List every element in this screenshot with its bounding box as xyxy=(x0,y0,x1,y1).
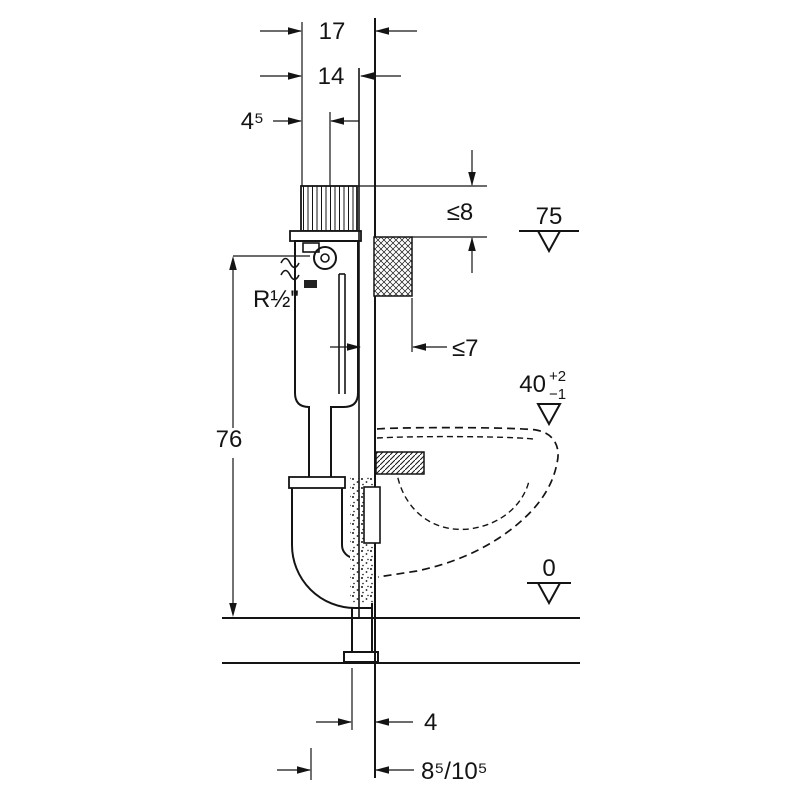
arrowhead xyxy=(412,343,426,351)
arrowhead xyxy=(468,172,476,186)
dim-4-label: 4 xyxy=(424,709,437,736)
level-40-label: 40 xyxy=(519,371,546,398)
dim-85-105-label: 8⁵/10⁵ xyxy=(421,758,488,785)
arrowhead xyxy=(288,27,302,35)
dim-45-label: 4⁵ xyxy=(241,108,264,135)
pan-bowl-line xyxy=(395,467,530,531)
toilet-pan-outline xyxy=(375,426,559,578)
floor-pipe-flange xyxy=(343,651,379,663)
fill-valve xyxy=(302,242,320,253)
level-0-label: 0 xyxy=(542,555,555,582)
cistern-body xyxy=(294,240,359,481)
arrowhead xyxy=(297,766,311,774)
arrowhead xyxy=(375,27,389,35)
water-supply-squiggle-1 xyxy=(280,257,300,269)
arrowhead xyxy=(347,343,361,351)
arrowhead xyxy=(229,603,237,617)
level-marker-0: 0 xyxy=(527,555,571,606)
cistern-cover-band xyxy=(289,230,362,242)
arrowhead xyxy=(288,72,302,80)
pan-fixing-bracket xyxy=(363,486,381,544)
wall-lining-section xyxy=(373,236,413,297)
arrowhead xyxy=(229,256,237,270)
supply-thread-label: R½" xyxy=(253,286,299,313)
level-triangle-icon xyxy=(536,230,562,254)
brand-label-block xyxy=(304,280,317,288)
cistern-protection-box xyxy=(300,185,358,232)
arrowhead xyxy=(288,117,302,125)
dimension-flush-pipe-offset: 4⁵ xyxy=(241,108,359,186)
floor-slab xyxy=(222,617,580,664)
level-triangle-icon xyxy=(536,582,562,606)
water-supply-squiggle-2 xyxy=(280,269,300,281)
dim-le7-label: ≤7 xyxy=(452,335,479,362)
arrowhead xyxy=(375,718,389,726)
dimension-pipe-to-wall: 4 xyxy=(316,668,437,736)
level-75-label: 75 xyxy=(536,203,563,230)
dimension-max-wall-lining: ≤7 xyxy=(330,298,479,362)
pan-seal-section xyxy=(375,451,425,475)
dim-14-label: 14 xyxy=(318,63,345,90)
socket-coupling xyxy=(288,476,346,489)
level-marker-40: 40 +2 −1 xyxy=(519,368,566,427)
arrowhead xyxy=(375,766,389,774)
dim-76-label: 76 xyxy=(216,426,243,453)
arrowhead xyxy=(338,718,352,726)
level-40-tolerance-plus: +2 xyxy=(549,368,566,385)
arrowhead xyxy=(468,237,476,251)
level-triangle-icon xyxy=(536,403,562,427)
water-connection-circle xyxy=(313,246,337,270)
level-40-tolerance-minus: −1 xyxy=(549,386,566,403)
concealed-cistern xyxy=(280,185,379,663)
dimension-max-top-cover: ≤8 xyxy=(358,150,487,273)
dimension-supply-height: 76 xyxy=(216,255,310,617)
water-connection-center xyxy=(320,253,330,263)
level-marker-75: 75 xyxy=(519,203,579,254)
dimension-frame-depth: 17 xyxy=(260,18,417,186)
dimension-cistern-depth: 14 xyxy=(260,63,401,90)
drain-elbow-outer xyxy=(291,488,372,609)
dim-le8-label: ≤8 xyxy=(447,199,474,226)
arrowhead xyxy=(330,117,344,125)
pan-outer-profile xyxy=(376,426,559,578)
pan-rim-line xyxy=(376,435,534,440)
dim-17-label: 17 xyxy=(319,18,346,45)
dimension-outlet-offset: 8⁵/10⁵ xyxy=(277,748,488,785)
arrowhead xyxy=(360,72,374,80)
